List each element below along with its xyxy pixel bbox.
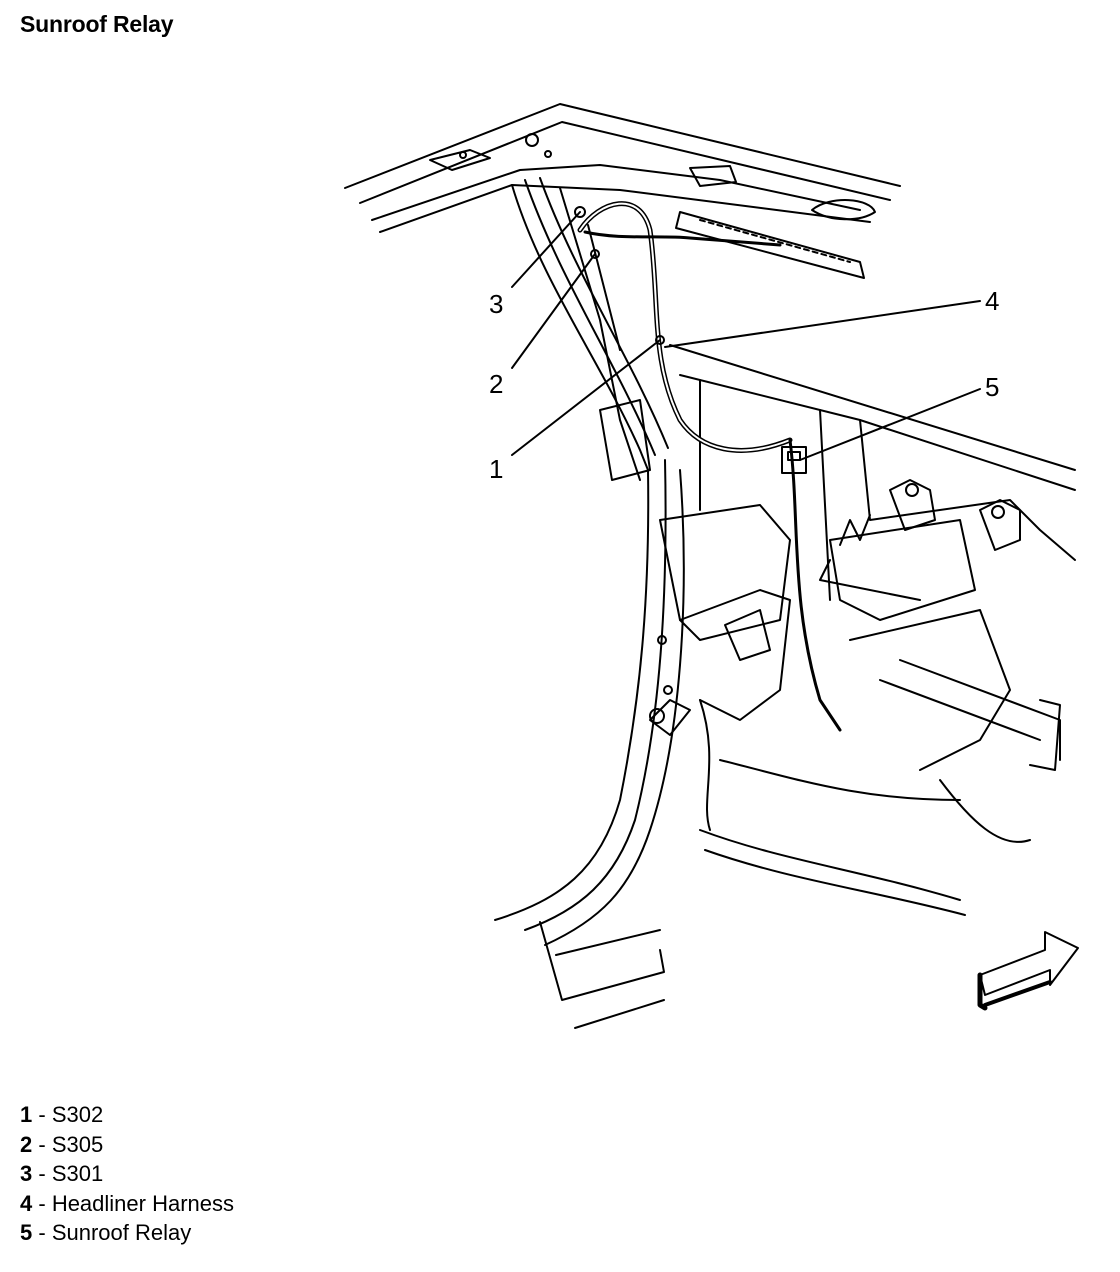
headliner-harness [577,201,842,732]
legend-separator: - [32,1131,52,1157]
legend-number: 4 [20,1190,33,1216]
callout-4: 4 [985,286,999,316]
page-title: Sunroof Relay [20,11,174,37]
support-bracket [659,504,1061,831]
splice-s302 [655,335,665,345]
legend-label: S305 [51,1131,104,1157]
roof-panel [344,103,901,233]
legend-number: 1 [20,1102,33,1127]
legend-item: 4 - Headliner Harness [20,1189,234,1219]
callout-3: 3 [489,289,503,319]
vehicle-illustration: 3 2 1 4 5 [344,103,1079,1029]
legend-label: Headliner Harness [51,1190,235,1216]
legend-item: 5 - Sunroof Relay [20,1218,234,1248]
legend-label: Sunroof Relay [51,1220,192,1245]
callout-leaders [511,211,981,461]
legend-label: S302 [51,1102,104,1127]
legend-number: 3 [20,1161,33,1186]
legend-label: S301 [51,1161,104,1186]
callout-1: 1 [489,454,503,484]
legend-item: 2 - S305 [20,1130,234,1160]
body-panel [669,344,1076,601]
legend-separator: - [32,1102,52,1127]
splice-s305 [590,249,600,259]
splice-s301 [574,206,586,218]
legend-number: 2 [20,1131,33,1157]
legend-item: 3 - S301 [20,1159,234,1189]
floor-pan [699,759,1031,916]
callout-2: 2 [489,369,503,399]
legend-number: 5 [20,1220,33,1245]
callout-5: 5 [985,372,999,402]
sunroof-relay [781,446,807,474]
legend-separator: - [32,1190,52,1216]
legend-separator: - [32,1220,52,1245]
legend-separator: - [32,1161,52,1186]
legend: 1 - S302 2 - S305 3 - S301 4 - Headliner… [20,1100,234,1248]
direction-arrow-icon [977,931,1079,1011]
pillar [494,177,691,1029]
legend-item: 1 - S302 [20,1100,234,1130]
headliner-rail [675,211,865,279]
